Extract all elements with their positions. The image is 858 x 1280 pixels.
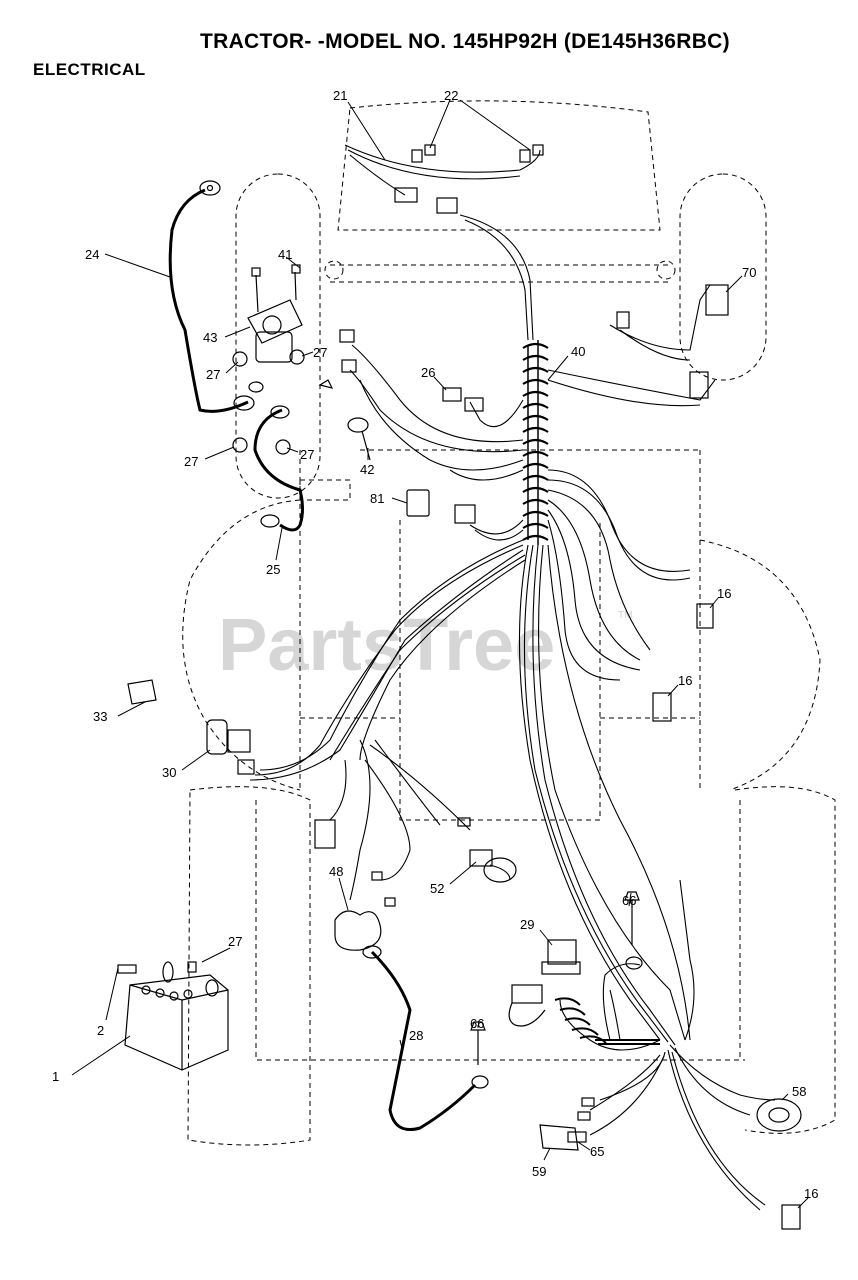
leader-lines xyxy=(71,99,809,1209)
callout-27: 27 xyxy=(184,454,198,469)
callout-70: 70 xyxy=(742,265,756,280)
callout-2: 2 xyxy=(97,1023,104,1038)
callout-58: 58 xyxy=(792,1084,806,1099)
callout-27: 27 xyxy=(206,367,220,382)
callout-52: 52 xyxy=(430,881,444,896)
callout-66: 66 xyxy=(622,893,636,908)
callout-48: 48 xyxy=(329,864,343,879)
callout-30: 30 xyxy=(162,765,176,780)
callout-27: 27 xyxy=(228,934,242,949)
wires xyxy=(249,144,776,1211)
callout-26: 26 xyxy=(421,365,435,380)
callout-16: 16 xyxy=(678,673,692,688)
callouts: 21 22 24 41 43 27 27 27 27 42 26 40 70 8… xyxy=(52,88,818,1201)
callout-66: 66 xyxy=(470,1016,484,1031)
coiled-wire xyxy=(554,997,660,1045)
callout-41: 41 xyxy=(278,247,292,262)
callout-27: 27 xyxy=(300,447,314,462)
battery-cables xyxy=(168,188,477,1131)
callout-1: 1 xyxy=(52,1069,59,1084)
diagram-title: TRACTOR- -MODEL NO. 145HP92H (DE145H36RB… xyxy=(200,30,730,53)
callout-25: 25 xyxy=(266,562,280,577)
callout-16: 16 xyxy=(804,1186,818,1201)
callout-29: 29 xyxy=(520,917,534,932)
callout-16: 16 xyxy=(717,586,731,601)
tractor-outline xyxy=(182,100,836,1146)
callout-24: 24 xyxy=(85,247,99,262)
callout-21: 21 xyxy=(333,88,347,103)
watermark: PartsTree xyxy=(218,603,555,686)
callout-22: 22 xyxy=(444,88,458,103)
callout-59: 59 xyxy=(532,1164,546,1179)
section-label: ELECTRICAL xyxy=(33,60,146,79)
callout-42: 42 xyxy=(360,462,374,477)
callout-40: 40 xyxy=(571,344,585,359)
callout-43: 43 xyxy=(203,330,217,345)
callout-81: 81 xyxy=(370,491,384,506)
callout-28: 28 xyxy=(409,1028,423,1043)
callout-33: 33 xyxy=(93,709,107,724)
wire-loom xyxy=(522,340,549,545)
callout-65: 65 xyxy=(590,1144,604,1159)
callout-27: 27 xyxy=(313,345,327,360)
watermark-tm: TM xyxy=(618,610,632,621)
components xyxy=(117,144,802,1230)
